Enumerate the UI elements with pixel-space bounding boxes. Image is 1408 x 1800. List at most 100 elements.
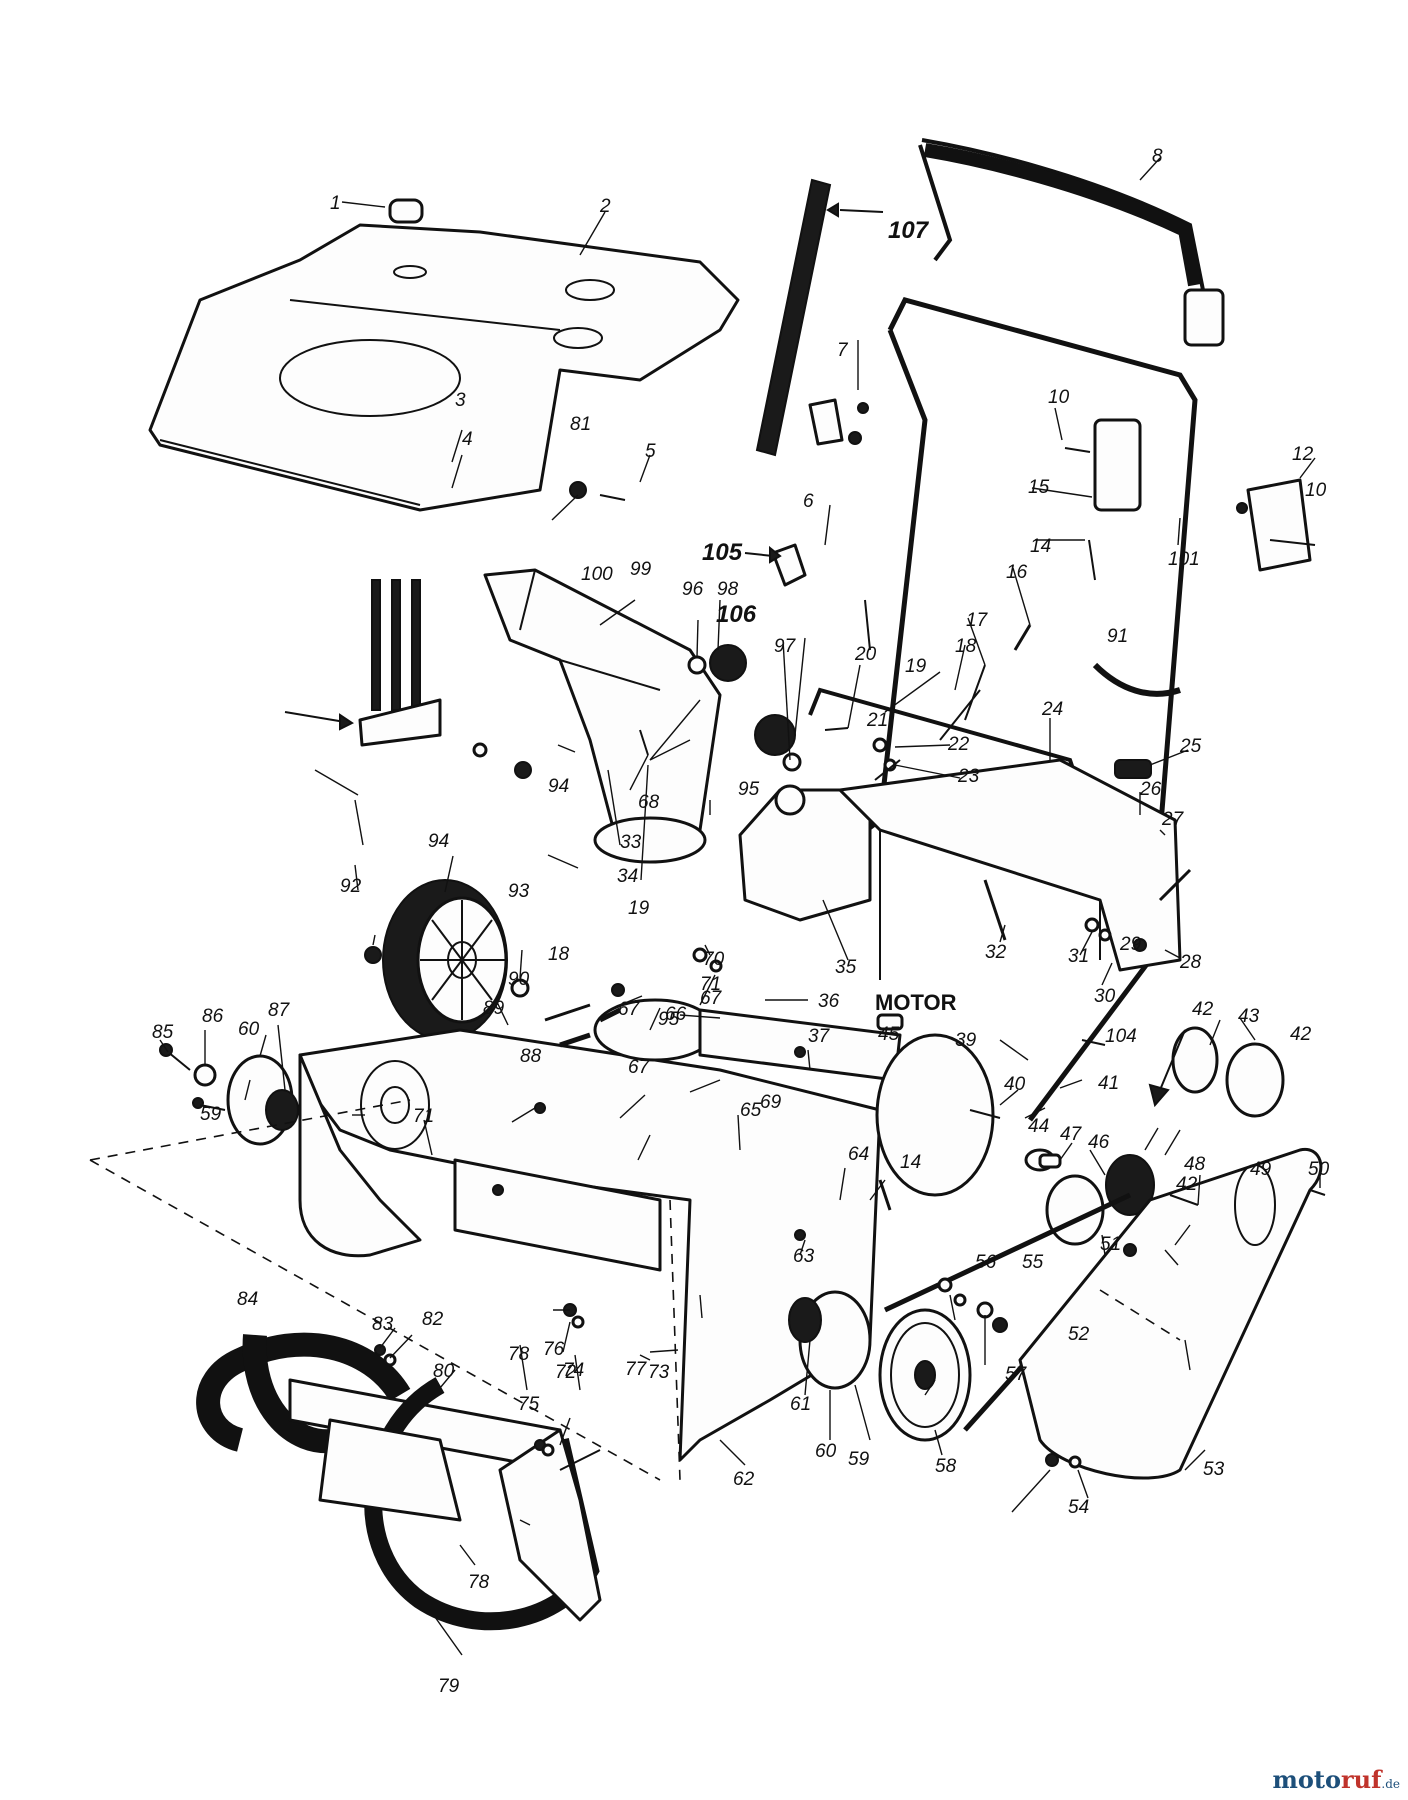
part-label: 67 xyxy=(628,1057,651,1078)
part-label: 95 xyxy=(658,1009,680,1030)
part-label: 22 xyxy=(947,734,970,755)
part-label: 42 xyxy=(1290,1024,1312,1045)
part-label: 70 xyxy=(703,949,725,970)
part-label: 61 xyxy=(790,1394,811,1415)
part-label: 79 xyxy=(438,1676,460,1697)
part-label: 32 xyxy=(985,942,1007,963)
cable-bracket xyxy=(808,398,844,446)
part-label: 18 xyxy=(548,944,570,965)
part-label: 100 xyxy=(581,564,613,585)
grip-tube xyxy=(755,178,832,457)
part-label: 94 xyxy=(548,776,569,797)
part-label: 41 xyxy=(1098,1073,1119,1094)
control-bracket xyxy=(1093,418,1142,512)
motor-label: MOTOR xyxy=(875,990,957,1015)
switch-housing xyxy=(1246,478,1312,572)
part-label: 93 xyxy=(508,881,530,902)
part-label: 48 xyxy=(1184,1154,1206,1175)
part-label: 76 xyxy=(543,1339,565,1360)
part-label: 12 xyxy=(1292,444,1314,465)
part-label: 62 xyxy=(733,1469,755,1490)
chute-crank-bracket xyxy=(771,543,807,587)
part-label: 14 xyxy=(1030,536,1051,557)
part-label: 77 xyxy=(625,1359,648,1380)
part-label: 53 xyxy=(1203,1459,1225,1480)
part-label: 81 xyxy=(570,414,591,435)
part-label: 95 xyxy=(738,779,760,800)
part-label: 75 xyxy=(518,1394,540,1415)
alignment-line-2 xyxy=(89,1159,681,1481)
part-label: 71 xyxy=(413,1106,434,1127)
part-label: 5 xyxy=(645,441,656,462)
part-label: 94 xyxy=(428,831,449,852)
auger-housing xyxy=(298,998,882,1462)
part-label: 57 xyxy=(1005,1364,1028,1385)
part-label: 78 xyxy=(468,1572,490,1593)
part-label: 106 xyxy=(716,601,757,628)
part-label: 86 xyxy=(202,1006,224,1027)
washer xyxy=(687,655,707,675)
part-label: 39 xyxy=(955,1030,977,1051)
part-label: 31 xyxy=(1068,946,1089,967)
part-label: 40 xyxy=(1004,1074,1026,1095)
part-label: 89 xyxy=(483,998,505,1019)
alignment-line-3 xyxy=(1099,1289,1181,1341)
wheel xyxy=(382,879,508,1041)
part-label: 10 xyxy=(1048,387,1070,408)
part-label: 67 xyxy=(700,988,723,1009)
auger-assembly xyxy=(196,1332,602,1631)
washer-2 xyxy=(782,752,802,772)
part-label: 4 xyxy=(462,429,473,450)
leader-lines xyxy=(159,157,1321,1656)
part-label: 42 xyxy=(1176,1174,1198,1195)
part-label: 17 xyxy=(966,610,989,631)
part-label: 23 xyxy=(957,766,980,787)
part-label: 15 xyxy=(1028,477,1050,498)
part-label: 10 xyxy=(1305,480,1327,501)
part-label: 51 xyxy=(1100,1234,1121,1255)
part-label: 52 xyxy=(1068,1324,1090,1345)
part-label: 20 xyxy=(854,644,877,665)
part-label: 3 xyxy=(455,390,466,411)
part-label: 98 xyxy=(717,579,739,600)
part-label: 54 xyxy=(1068,1497,1089,1518)
part-label: 69 xyxy=(760,1092,782,1113)
part-label: 24 xyxy=(1041,699,1063,720)
part-label: 59 xyxy=(848,1449,870,1470)
part-label: 80 xyxy=(433,1361,455,1382)
part-label: 33 xyxy=(620,832,642,853)
part-label: 7 xyxy=(837,340,849,361)
part-label: 6 xyxy=(803,491,814,512)
part-label: 16 xyxy=(1006,562,1028,583)
alignment-line xyxy=(89,1099,411,1161)
part-label: 60 xyxy=(815,1441,837,1462)
part-label: 105 xyxy=(702,539,743,566)
part-labels: 1 2 3 4 5 6 7 8 10 10 12 14 14 15 16 17 … xyxy=(152,146,1330,1697)
shift-knob xyxy=(1114,759,1152,779)
part-label: 55 xyxy=(1022,1252,1044,1273)
part-label: 21 xyxy=(866,710,888,731)
frame-bar xyxy=(698,1008,902,1082)
part-label: 36 xyxy=(818,991,840,1012)
handle-bracket xyxy=(1183,288,1225,347)
part-label: 28 xyxy=(1179,952,1202,973)
part-label: 96 xyxy=(682,579,704,600)
fuel-cap-knob xyxy=(388,198,424,224)
discharge-chute xyxy=(483,568,722,864)
part-label: 78 xyxy=(508,1344,530,1365)
part-label: 44 xyxy=(1028,1116,1049,1137)
part-label: 87 xyxy=(268,1000,291,1021)
part-label: 59 xyxy=(200,1104,222,1125)
chute-crank-disk xyxy=(709,644,747,682)
bearing xyxy=(265,1089,299,1131)
part-label: 56 xyxy=(975,1252,997,1273)
part-label: 35 xyxy=(835,957,857,978)
part-label: 43 xyxy=(1238,1006,1260,1027)
watermark-logo: motoruf.de xyxy=(1272,1765,1400,1794)
part-label: 92 xyxy=(340,876,362,897)
part-label: 67 xyxy=(618,999,641,1020)
part-label: 63 xyxy=(793,1246,815,1267)
tool-handles xyxy=(358,579,442,747)
part-label: 85 xyxy=(152,1022,174,1043)
